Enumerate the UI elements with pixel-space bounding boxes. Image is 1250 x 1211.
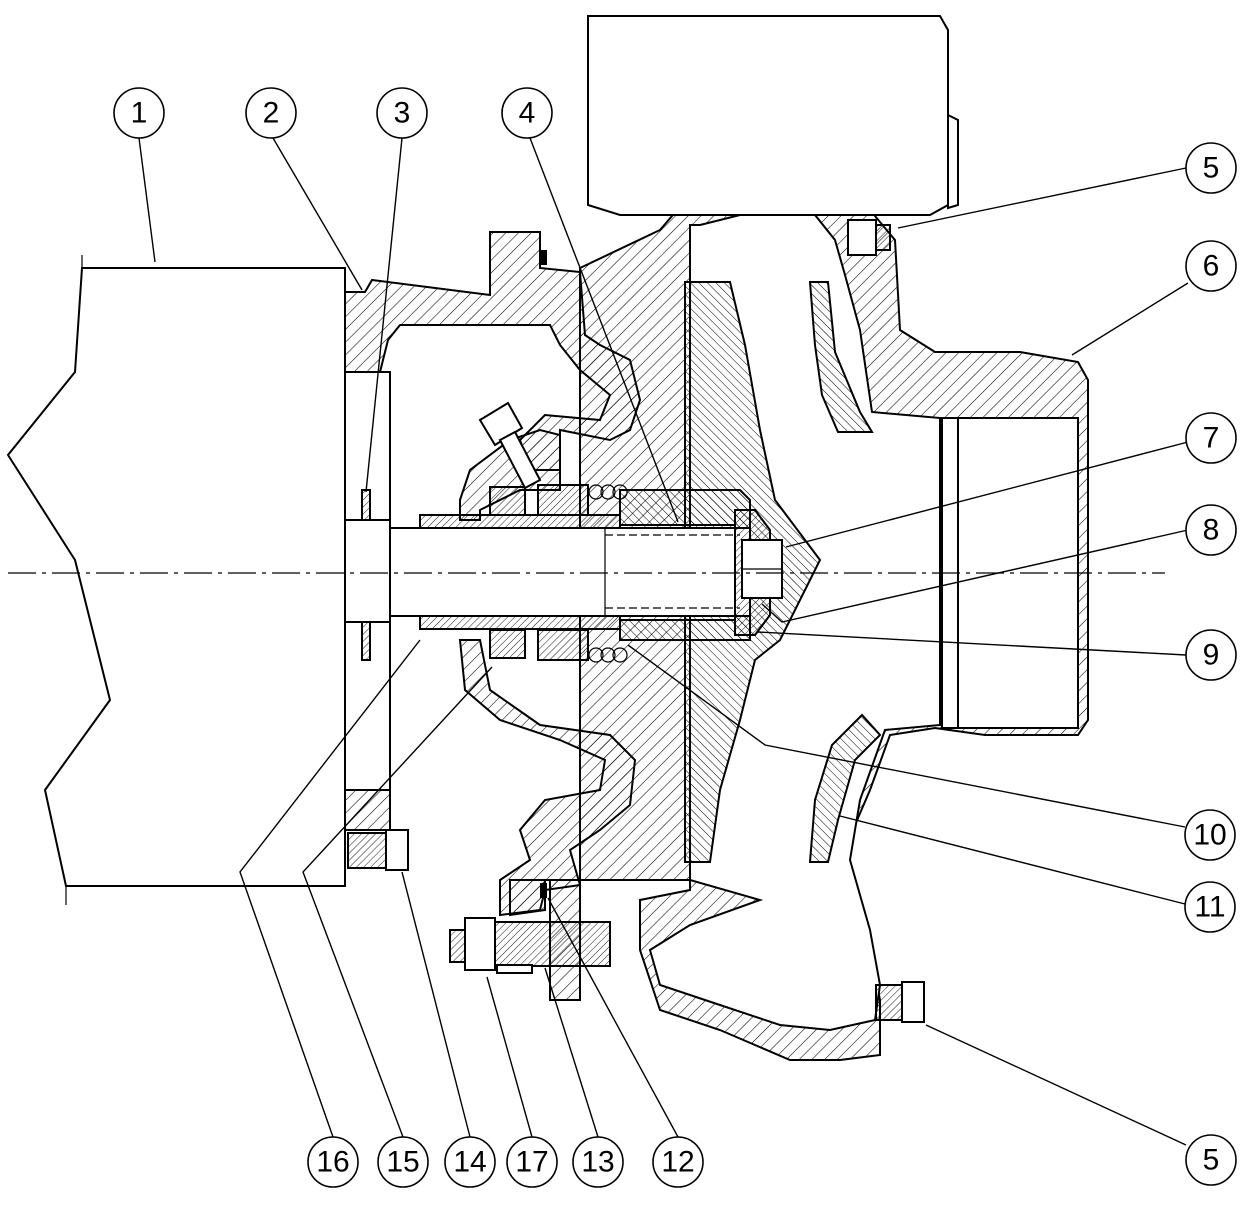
shaft	[389, 527, 751, 617]
balloon-9: 9	[1185, 629, 1237, 681]
impeller-shroud-lower	[808, 713, 882, 863]
casing-bolt-top	[847, 219, 891, 256]
svg-text:5: 5	[1203, 1144, 1220, 1177]
svg-text:13: 13	[581, 1146, 614, 1179]
svg-text:7: 7	[1203, 422, 1220, 455]
callout-balloons: 1 2 3 4 5 6 7 8 9 10 11	[113, 87, 1237, 1188]
svg-text:16: 16	[316, 1146, 349, 1179]
leader-11	[839, 815, 1186, 905]
svg-text:8: 8	[1203, 514, 1220, 547]
seal-stationary-top	[489, 486, 526, 516]
svg-text:12: 12	[661, 1146, 694, 1179]
leader-16	[239, 639, 421, 1138]
svg-text:6: 6	[1203, 250, 1220, 283]
seal-spring-top	[588, 484, 628, 500]
leader-3	[365, 137, 403, 493]
leader-8	[761, 529, 1189, 623]
motor-body	[6, 267, 346, 887]
shaft-sleeve-bottom	[419, 615, 621, 630]
leader-7	[785, 441, 1189, 548]
leader-5a	[897, 167, 1187, 229]
seal-rotating-bottom	[537, 629, 589, 661]
leader-14	[401, 871, 471, 1138]
leader-10	[627, 644, 1186, 828]
leader-15	[302, 666, 493, 1138]
balloon-6: 6	[1185, 240, 1237, 292]
leader-6	[1071, 282, 1189, 356]
seal-stationary-bottom	[489, 629, 526, 659]
balloon-17: 17	[506, 1136, 558, 1188]
balloon-5-top: 5	[1185, 142, 1237, 194]
casing-support-tab	[947, 113, 959, 210]
leader-13	[544, 967, 599, 1138]
balloon-5-bottom: 5	[1185, 1134, 1237, 1186]
balloon-16: 16	[307, 1136, 359, 1188]
deflector-top	[361, 489, 371, 521]
leader-2	[272, 137, 363, 291]
casing-stud	[449, 917, 611, 974]
balloon-1: 1	[113, 87, 165, 139]
svg-text:5: 5	[1203, 152, 1220, 185]
balloon-4: 4	[501, 87, 553, 139]
leader-12	[547, 897, 679, 1138]
leader-lines	[138, 137, 1189, 1146]
shaft-collar	[344, 519, 391, 623]
svg-text:10: 10	[1193, 819, 1226, 852]
deflector-bottom	[361, 621, 371, 661]
seal-housing-bolt	[478, 401, 542, 490]
balloon-3: 3	[376, 87, 428, 139]
svg-text:4: 4	[519, 97, 536, 130]
svg-text:17: 17	[515, 1146, 548, 1179]
svg-text:3: 3	[394, 97, 411, 130]
balloon-11: 11	[1184, 881, 1236, 933]
casing-oring-top	[540, 250, 547, 265]
seal-spring-bottom	[588, 647, 628, 663]
impeller-shroud	[808, 281, 874, 433]
balloon-10: 10	[1184, 809, 1236, 861]
casing-bolt-bottom	[875, 981, 925, 1023]
motor-break-line	[7, 255, 111, 905]
svg-text:11: 11	[1194, 891, 1225, 924]
balloon-15: 15	[377, 1136, 429, 1188]
leader-9	[757, 631, 1187, 656]
assembly-drawing	[6, 15, 1165, 1061]
balloon-2: 2	[245, 87, 297, 139]
leader-5b	[925, 1024, 1187, 1146]
leader-17	[486, 976, 533, 1138]
leader-1	[138, 137, 156, 263]
casing-support	[587, 15, 949, 216]
motor-adapter	[344, 231, 642, 471]
adapter-bolt	[347, 829, 409, 871]
svg-text:9: 9	[1203, 639, 1220, 672]
casing-oring-bottom	[540, 883, 547, 898]
svg-text:2: 2	[263, 97, 280, 130]
shaft-sleeve-top	[419, 514, 621, 529]
balloon-12: 12	[652, 1136, 704, 1188]
balloon-13: 13	[572, 1136, 624, 1188]
leader-4	[529, 137, 679, 523]
balloon-8: 8	[1185, 504, 1237, 556]
svg-text:15: 15	[386, 1146, 419, 1179]
balloon-14: 14	[444, 1136, 496, 1188]
balloon-7: 7	[1185, 412, 1237, 464]
seal-rotating-top	[537, 484, 589, 516]
svg-text:1: 1	[131, 97, 148, 130]
svg-text:14: 14	[453, 1146, 486, 1179]
adapter-foot	[344, 789, 391, 831]
